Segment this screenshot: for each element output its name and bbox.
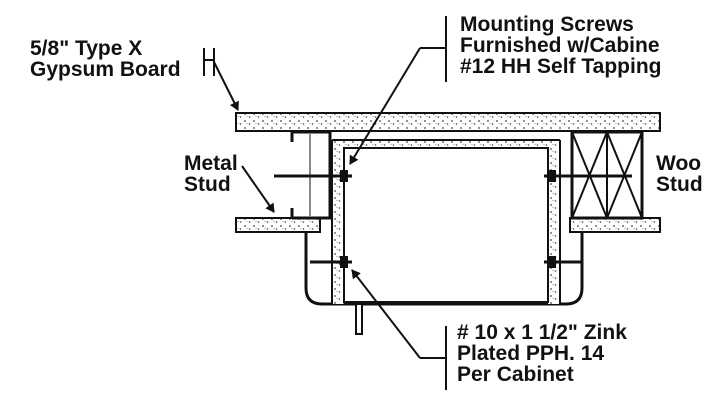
lower-right-screw — [544, 256, 582, 268]
zink-screws-label: # 10 x 1 1/2" Zink Plated PPH. 14 Per Ca… — [457, 322, 627, 385]
wood-stud-label-line1: Woo — [656, 152, 702, 175]
metal-stud-label-line1: Metal — [184, 152, 238, 175]
gypsum-leader — [203, 48, 239, 111]
metal-stud-label-line2: Stud — [184, 173, 231, 196]
upper-gypsum-board — [235, 112, 661, 132]
mounting-screws-label: Mounting Screws Furnished w/Cabine #12 H… — [460, 14, 661, 77]
lower-left-screw — [310, 256, 352, 268]
lower-gypsum-board-right — [569, 217, 661, 233]
metal-stud-leader — [241, 165, 275, 213]
upper-right-screw — [544, 170, 632, 182]
gypsum-board-label: 5/8" Type X Gypsum Board — [30, 38, 181, 80]
lower-gypsum-board-left — [235, 217, 321, 233]
mounting-screws-label-line2: Furnished w/Cabine — [460, 34, 660, 57]
mounting-screws-label-line3: #12 HH Self Tapping — [460, 55, 662, 78]
zink-screws-label-line3: Per Cabinet — [457, 363, 574, 386]
zink-screws-label-line1: # 10 x 1 1/2" Zink — [457, 321, 627, 344]
cabinet-bottom-tab — [355, 303, 363, 335]
gypsum-board-label-line1: 5/8" Type X — [30, 37, 143, 60]
mounting-screws-label-line1: Mounting Screws — [460, 13, 634, 36]
zink-screws-label-line2: Plated PPH. 14 — [457, 342, 605, 365]
wood-stud-label-line2: Stud — [656, 173, 703, 196]
zink-screws-leader — [351, 269, 447, 390]
metal-stud-label: Metal Stud — [184, 153, 238, 195]
mounting-screws-leader — [349, 16, 447, 165]
upper-left-screw — [274, 170, 352, 182]
wood-stud-label: Woo Stud — [656, 153, 703, 195]
gypsum-board-label-line2: Gypsum Board — [30, 58, 181, 81]
cabinet-interior — [331, 139, 561, 304]
